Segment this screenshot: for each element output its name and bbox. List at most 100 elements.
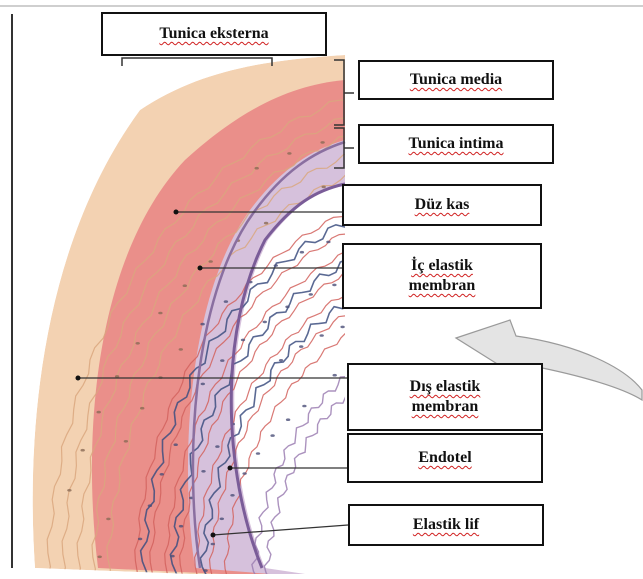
cell-nucleus [135,342,140,345]
cell-nucleus [320,141,325,144]
bracket-tunica-media [334,59,354,126]
pointer-dot-ic-elastik [197,265,203,271]
label-endotel: Endotel [347,433,543,483]
cell-nucleus [423,316,427,319]
cell-nucleus [340,325,345,329]
cell-nucleus [302,404,307,408]
cell-nucleus [273,264,278,267]
label-tunica-eksterna-text: Tunica eksterna [159,25,269,42]
label-ic-elastik-line2: membran [408,277,476,294]
fiber-line [61,93,345,579]
cell-nucleus [443,320,447,323]
cell-nucleus [208,260,213,263]
cell-nucleus [382,174,386,177]
fiber-line [178,240,345,579]
label-duz-kas-text: Düz kas [414,196,470,213]
label-tunica-intima: Tunica intima [358,124,554,164]
internal-elastic-edge [191,140,346,569]
cell-nucleus [159,473,164,476]
fiber-line [251,329,345,579]
pointer-dot-elastik-lif [210,532,216,538]
label-tunica-intima-text: Tunica intima [408,135,504,152]
cell-nucleus [200,382,205,386]
cell-nucleus [230,494,235,497]
fiber-line [106,149,345,579]
fiber-line [164,221,345,579]
cell-nucleus [123,440,129,443]
cell-nucleus [413,174,417,177]
cell-nucleus [96,410,101,414]
cell-nucleus [240,338,246,342]
pointer-elastik-lif [212,524,349,536]
cell-nucleus [270,434,275,437]
fiber-line [263,345,345,579]
cell-nucleus [67,489,72,492]
cell-nucleus [362,320,366,323]
endothelium-edge [229,182,346,569]
cell-nucleus [170,554,175,558]
cell-nucleus [299,345,304,348]
cell-nucleus [278,359,284,362]
outline-arrow [454,319,643,402]
bracket-tunica-eksterna [121,57,273,66]
cell-nucleus [321,185,326,189]
pointer-dot-endotel [227,465,233,471]
cell-nucleus [223,300,229,303]
cell-nucleus [106,517,111,521]
cell-nucleus [203,569,208,572]
fiber-line [208,277,345,579]
vessel-wall [32,55,447,579]
cell-nucleus [262,320,267,324]
cell-nucleus [352,178,356,181]
cell-nucleus [137,537,143,541]
cell-nucleus [97,555,102,559]
fiber-line [91,130,345,579]
fiber-line [46,75,345,579]
label-dis-elastik-line2: membran [411,398,479,415]
cell-nucleus [332,283,337,287]
cell-nucleus [332,373,337,377]
label-tunica-media-text: Tunica media [409,71,503,88]
cell-nucleus [287,152,292,155]
cell-nucleus [382,316,386,319]
pointer-dot-dis-elastik [75,375,81,381]
label-ic-elastik-line1: İç elastik [411,257,473,274]
fiber-line [199,265,345,579]
cell-nucleus [201,470,206,473]
bracket-tunica-intima [334,127,354,169]
cell-nucleus [403,315,407,318]
cell-nucleus [80,448,85,452]
cell-nucleus [285,418,291,422]
cell-nucleus [254,166,259,170]
fiber-line [76,112,345,579]
cell-nucleus [147,504,153,508]
fiber-line [149,202,345,579]
fiber-line [193,258,345,579]
cell-nucleus [182,284,187,288]
cell-nucleus [442,177,446,180]
fiber-line [169,228,345,579]
label-ic-elastik-membran: İç elastik membran [342,243,542,309]
cell-nucleus [299,250,305,254]
pointer-dot-duz-kas [173,209,179,215]
cell-nucleus [219,517,224,521]
label-dis-elastik-line1: Dış elastik [409,378,481,395]
cell-nucleus [215,445,220,448]
cell-nucleus [173,443,178,447]
cell-nucleus [114,375,120,378]
label-elastik-lif-text: Elastik lif [412,516,480,533]
cell-nucleus [158,311,163,315]
cell-nucleus [263,221,269,225]
cell-nucleus [178,524,184,528]
cell-nucleus [319,334,324,337]
cell-nucleus [178,348,183,351]
cell-nucleus [308,293,313,296]
label-dis-elastik-membran: Dış elastik membran [347,363,543,431]
cell-nucleus [200,322,205,326]
cell-nucleus [326,240,331,244]
label-elastik-lif: Elastik lif [348,504,544,546]
cell-nucleus [210,542,215,546]
cell-nucleus [220,359,225,362]
